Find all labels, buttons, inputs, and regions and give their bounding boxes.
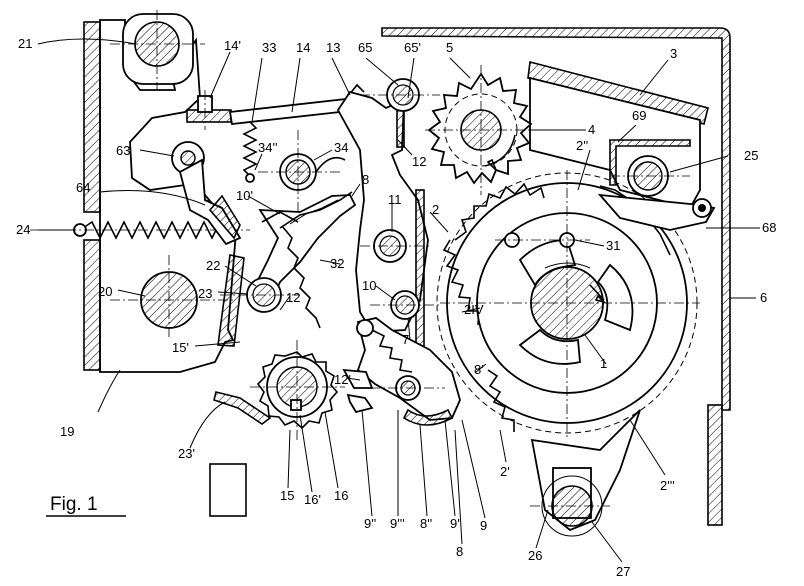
label-2-iv: 2IV bbox=[464, 302, 484, 317]
label-21: 21 bbox=[18, 36, 32, 51]
label-9-double-prime: 9'' bbox=[364, 516, 376, 531]
leader-lines bbox=[37, 38, 760, 563]
pawl-12-prime bbox=[342, 368, 374, 389]
label-27: 27 bbox=[616, 564, 630, 579]
label-65-prime: 65' bbox=[404, 40, 421, 55]
label-9-prime: 9' bbox=[450, 516, 460, 531]
label-1: 1 bbox=[600, 356, 607, 371]
figure-title: Fig. 1 bbox=[50, 494, 98, 515]
label-9-triple-prime: 9''' bbox=[390, 516, 405, 531]
tension-spring-24 bbox=[79, 220, 233, 240]
label-7: 7 bbox=[402, 332, 409, 347]
label-19: 19 bbox=[60, 424, 74, 439]
spring-32 bbox=[281, 225, 321, 329]
label-69: 69 bbox=[632, 108, 646, 123]
label-6: 6 bbox=[760, 290, 767, 305]
label-10: 10 bbox=[362, 278, 376, 293]
label-2-triple-prime: 2''' bbox=[660, 478, 675, 493]
label-31: 31 bbox=[606, 238, 620, 253]
label-4: 4 bbox=[588, 122, 595, 137]
housing-plate-19 bbox=[83, 19, 272, 425]
label-22: 22 bbox=[206, 258, 220, 273]
label-2-prime: 2' bbox=[500, 464, 510, 479]
reference-numerals: 21 14' 33 14 13 65 65' 5 3 4 69 2'' 25 6… bbox=[16, 36, 776, 579]
label-23-prime: 23' bbox=[178, 446, 195, 461]
label-65: 65 bbox=[358, 40, 372, 55]
pinion-16 bbox=[250, 340, 345, 440]
housing-frame-6 bbox=[381, 27, 731, 526]
bracket-69 bbox=[609, 139, 691, 186]
label-8-double-prime: 8'' bbox=[420, 516, 432, 531]
gear-5 bbox=[425, 65, 545, 195]
label-8-bottom: 8 bbox=[456, 544, 463, 559]
lever-8 bbox=[252, 194, 357, 302]
label-8-top: 8 bbox=[362, 172, 369, 187]
reference-box bbox=[209, 463, 247, 517]
label-12-mid: 12 bbox=[286, 290, 300, 305]
label-23: 23 bbox=[198, 286, 212, 301]
label-15-prime: 15' bbox=[172, 340, 189, 355]
label-3: 3 bbox=[670, 46, 677, 61]
label-8-prime: 8' bbox=[474, 362, 484, 377]
label-13: 13 bbox=[326, 40, 340, 55]
slide-14 bbox=[186, 83, 365, 130]
label-32: 32 bbox=[330, 256, 344, 271]
hatched-wall-lower bbox=[83, 239, 101, 371]
ring-gear-2 bbox=[436, 170, 700, 440]
label-14: 14 bbox=[296, 40, 310, 55]
pivot-21 bbox=[110, 10, 205, 90]
label-12-top: 12 bbox=[412, 154, 426, 169]
hatched-foot bbox=[213, 391, 272, 425]
label-34: 34 bbox=[334, 140, 348, 155]
spring-7 bbox=[371, 329, 413, 373]
label-9: 9 bbox=[480, 518, 487, 533]
label-16-prime: 16' bbox=[304, 492, 321, 507]
label-15: 15 bbox=[280, 488, 294, 503]
label-2: 2 bbox=[432, 202, 439, 217]
label-25: 25 bbox=[744, 148, 758, 163]
label-34-double-prime: 34'' bbox=[258, 140, 277, 155]
label-5: 5 bbox=[446, 40, 453, 55]
label-14-prime: 14' bbox=[224, 38, 241, 53]
hatched-block bbox=[217, 254, 245, 347]
label-63: 63 bbox=[116, 143, 130, 158]
label-11: 11 bbox=[388, 192, 402, 207]
label-33: 33 bbox=[262, 40, 276, 55]
label-12-prime: 12' bbox=[334, 372, 351, 387]
label-20: 20 bbox=[98, 284, 112, 299]
label-10-prime: 10' bbox=[236, 188, 253, 203]
label-68: 68 bbox=[762, 220, 776, 235]
lever-12 bbox=[336, 90, 429, 333]
label-16: 16 bbox=[334, 488, 348, 503]
label-64: 64 bbox=[76, 180, 90, 195]
label-24: 24 bbox=[16, 222, 30, 237]
label-2-double-prime: 2'' bbox=[576, 138, 588, 153]
lever-bar-3 bbox=[527, 60, 709, 125]
hatched-frame-lower bbox=[707, 404, 723, 526]
label-26: 26 bbox=[528, 548, 542, 563]
hatched-wall-upper bbox=[83, 21, 101, 213]
spring-33 bbox=[242, 121, 258, 177]
